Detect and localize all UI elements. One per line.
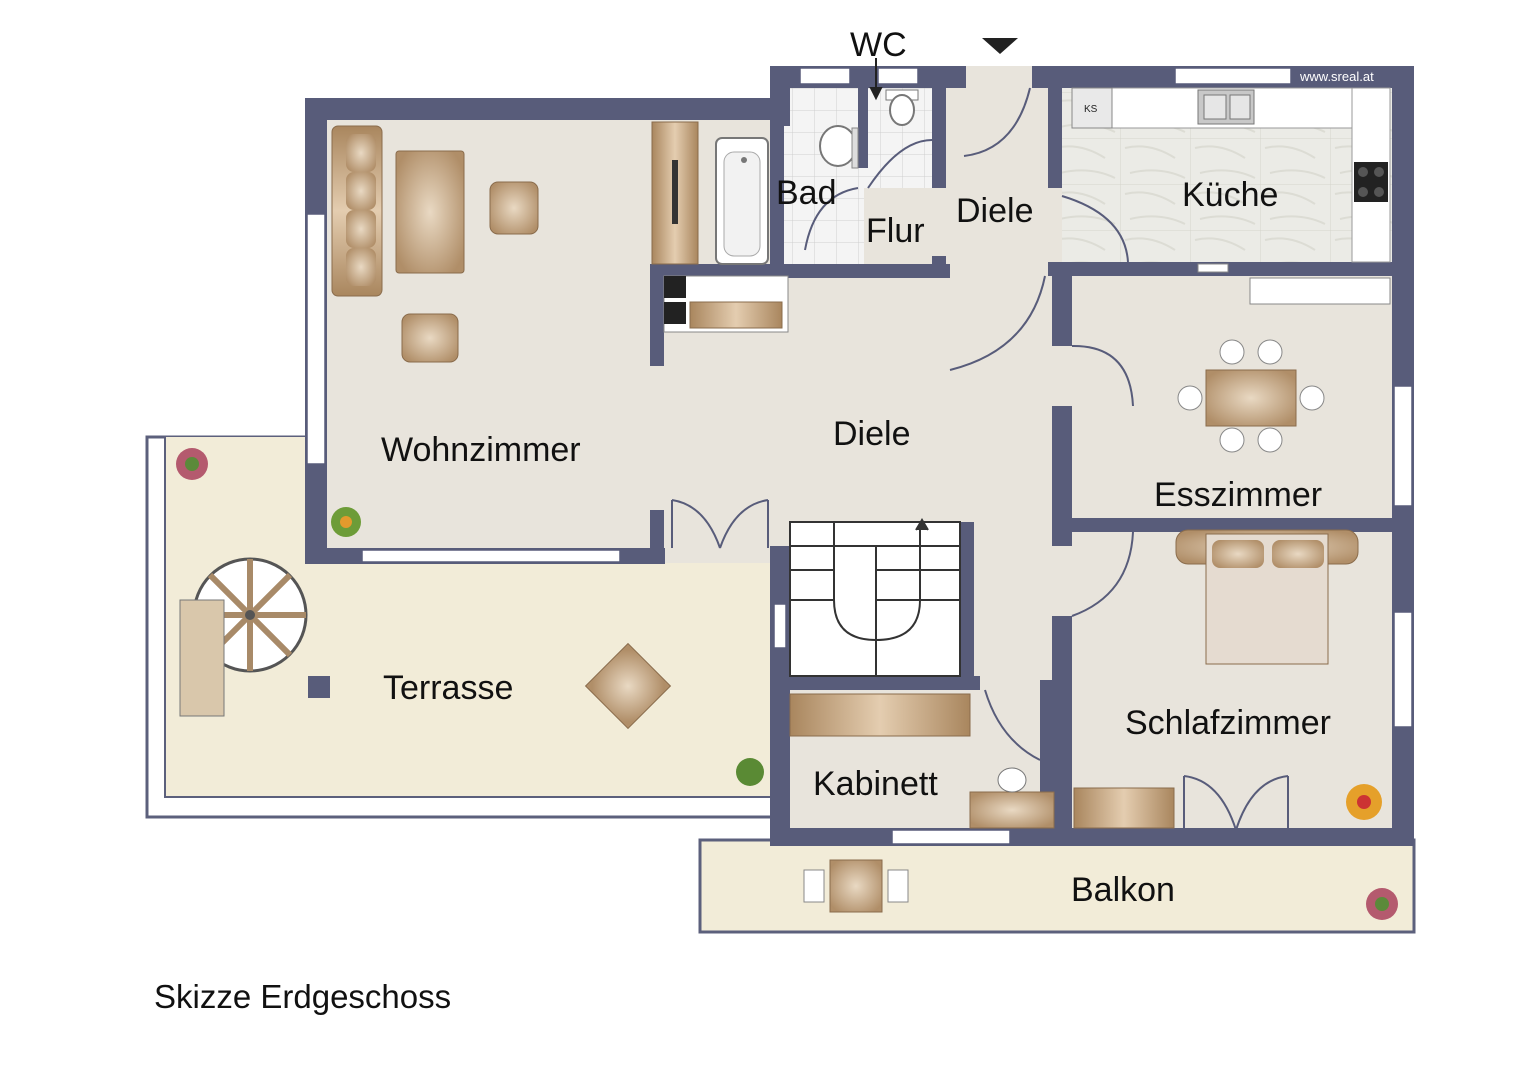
room-label-kabinett: Kabinett <box>813 765 938 803</box>
room-label-kueche: Küche <box>1182 176 1278 214</box>
room-label-wc: WC <box>850 26 907 64</box>
doors <box>671 70 1289 831</box>
plan-caption: Skizze Erdgeschoss <box>154 978 452 1015</box>
terrace-table <box>584 642 672 730</box>
bedroom-dresser <box>1073 787 1175 829</box>
plant-icon <box>331 507 361 537</box>
room-label-diele-top: Diele <box>956 192 1033 230</box>
room-label-balkon: Balkon <box>1071 871 1175 909</box>
kabinett-desk <box>969 791 1055 829</box>
watermark: www.sreal.at <box>1299 69 1374 84</box>
dining-table <box>1177 339 1325 453</box>
plant-icon <box>1346 784 1382 820</box>
entrance-arrow-icon <box>982 38 1018 54</box>
fridge-label: KS <box>1084 104 1098 115</box>
room-label-schlafzimmer: Schlafzimmer <box>1125 704 1331 742</box>
room-label-bad: Bad <box>776 174 837 212</box>
terrace-post <box>308 676 330 698</box>
sofa <box>331 125 383 297</box>
toilet <box>885 89 919 126</box>
sun-lounger <box>179 599 225 717</box>
wardrobe <box>651 121 699 265</box>
room-label-esszimmer: Esszimmer <box>1154 476 1322 514</box>
armchair <box>401 313 459 363</box>
armchair <box>489 181 539 235</box>
kitchen-counter <box>1071 87 1391 273</box>
room-label-terrasse: Terrasse <box>383 669 513 707</box>
washbasin <box>819 125 859 169</box>
staircase <box>789 518 961 677</box>
room-label-flur: Flur <box>866 212 925 250</box>
room-label-wohnzimmer: Wohnzimmer <box>381 431 581 469</box>
plant-icon <box>1366 888 1398 920</box>
wc-pointer-icon <box>869 58 883 101</box>
plant-icon <box>176 448 208 480</box>
plant-icon <box>736 758 764 786</box>
hall-cabinet <box>663 275 789 333</box>
bathtub <box>715 137 769 265</box>
room-label-diele: Diele <box>833 415 910 453</box>
kabinett-shelf <box>789 693 971 737</box>
balcony-table <box>803 859 909 913</box>
coffee-table <box>395 150 465 274</box>
desk-chair <box>997 767 1027 793</box>
windows <box>306 67 1413 845</box>
bed <box>1175 529 1359 665</box>
sideboard <box>1249 277 1391 305</box>
